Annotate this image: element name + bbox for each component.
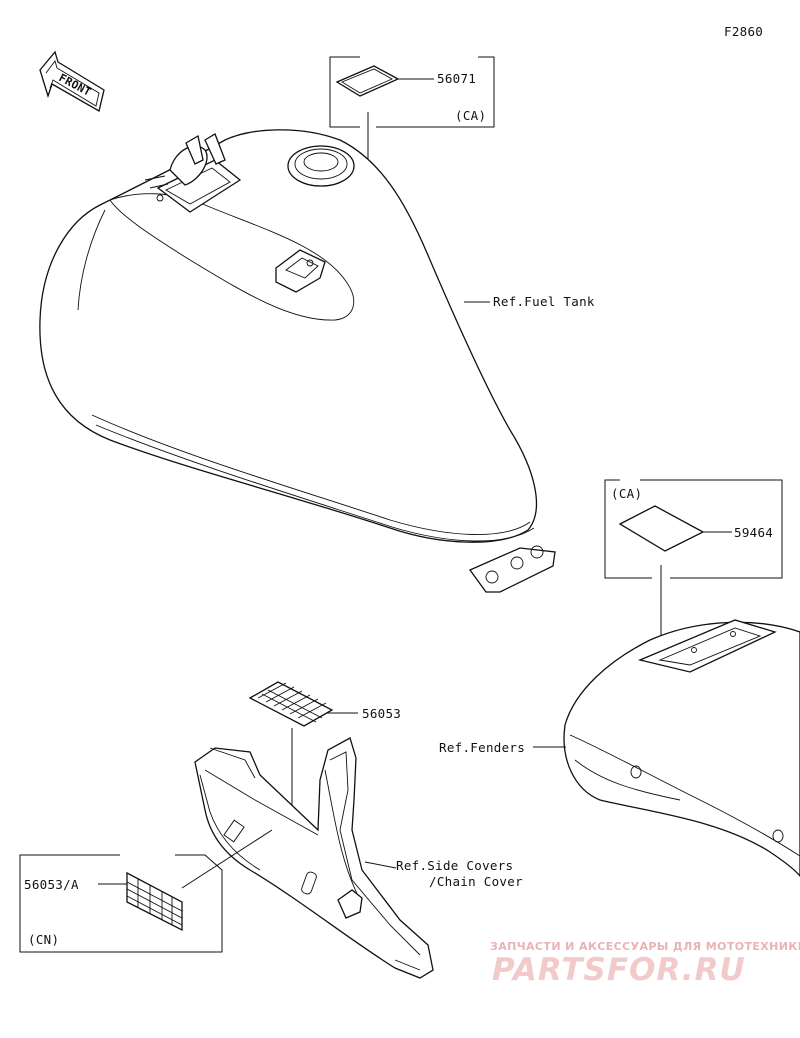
ref-fenders-label: Ref.Fenders <box>439 740 525 755</box>
label-59464-group: 59464 (CA) <box>604 479 783 648</box>
watermark-brand: PARTSFOR.RU <box>492 952 746 988</box>
part-number-59464: 59464 <box>734 525 773 540</box>
label-56053a-group: 56053/A (CN) <box>19 829 273 953</box>
fuel-tank: Ref.Fuel Tank <box>39 129 595 593</box>
figure-code: F2860 <box>724 24 763 39</box>
label-56071-decal <box>335 65 400 97</box>
rear-fender: Ref.Fenders <box>439 619 800 878</box>
label-56053-decal <box>248 681 334 727</box>
front-arrow-icon: FRONT <box>39 50 105 112</box>
watermark: ЗАПЧАСТИ И АКСЕССУАРЫ ДЛЯ МОТОТЕХНИКИ PA… <box>490 940 800 988</box>
side-cover: Ref.Side Covers /Chain Cover <box>194 737 523 979</box>
region-ca-56071: (CA) <box>455 108 486 123</box>
ref-side-covers-label-2: /Chain Cover <box>429 874 523 889</box>
region-ca-59464: (CA) <box>611 486 642 501</box>
part-number-56053a: 56053/A <box>24 877 79 892</box>
ref-fuel-tank-label: Ref.Fuel Tank <box>493 294 595 309</box>
label-56053-group: 56053 <box>248 681 401 840</box>
region-cn-56053a: (CN) <box>28 932 59 947</box>
label-59464-decal <box>618 505 705 552</box>
watermark-tagline: ЗАПЧАСТИ И АКСЕССУАРЫ ДЛЯ МОТОТЕХНИКИ <box>490 940 800 953</box>
label-56053a-decal <box>126 871 183 932</box>
part-number-56071: 56071 <box>437 71 476 86</box>
part-number-56053: 56053 <box>362 706 401 721</box>
ref-side-covers-label-1: Ref.Side Covers <box>396 858 513 873</box>
